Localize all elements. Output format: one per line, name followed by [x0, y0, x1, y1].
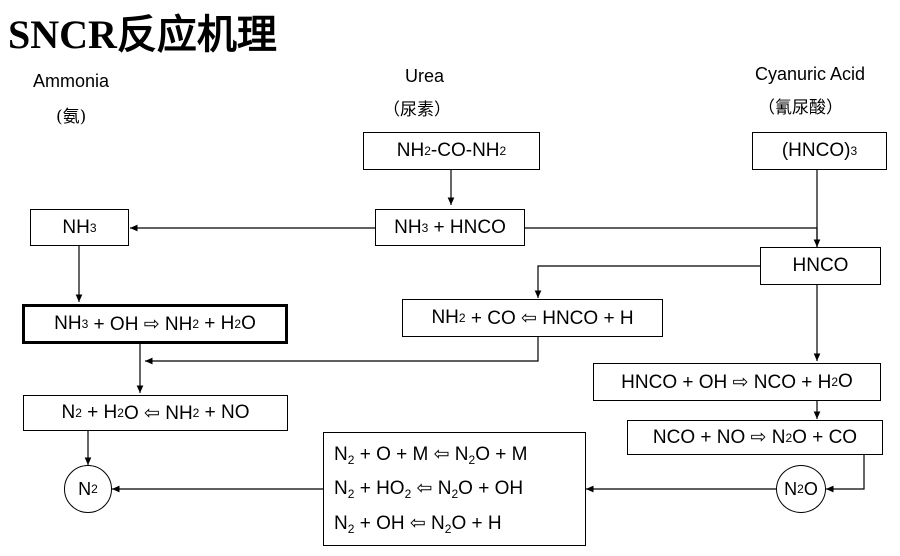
urea-cn-label: （尿素）	[383, 100, 451, 120]
arrow-nh2co-to-merge	[145, 336, 539, 365]
cyanuric-acid-label: Cyanuric Acid	[755, 64, 866, 84]
arrow-nh3hnco-to-hnco	[525, 227, 821, 247]
page-title: SNCR反应机理	[8, 12, 277, 57]
n2o-reaction-1: N2 + O + M ⇦ N2O + M	[334, 443, 528, 467]
ammonia-cn-label: (氨)	[56, 107, 87, 127]
urea-label: Urea	[405, 66, 445, 86]
cyanuric-formula-box: (HNCO)3	[752, 132, 887, 170]
n2o-reaction-3: N2 + OH ⇦ N2O + H	[334, 513, 502, 537]
n2o-reaction-2: N2 + HO2 ⇦ N2O + OH	[334, 478, 524, 502]
arrow-ncono-to-n2o	[826, 455, 865, 493]
ammonia-label: Ammonia	[33, 71, 110, 91]
arrow-hnco-to-nh2co	[534, 265, 760, 298]
hnco-box: HNCO	[760, 247, 881, 285]
n2o-reactions-box: N2 + O + M ⇦ N2O + M N2 + HO2 ⇦ N2O + OH…	[323, 432, 586, 546]
cyanuric-acid-cn-label: （氰尿酸）	[758, 98, 843, 118]
